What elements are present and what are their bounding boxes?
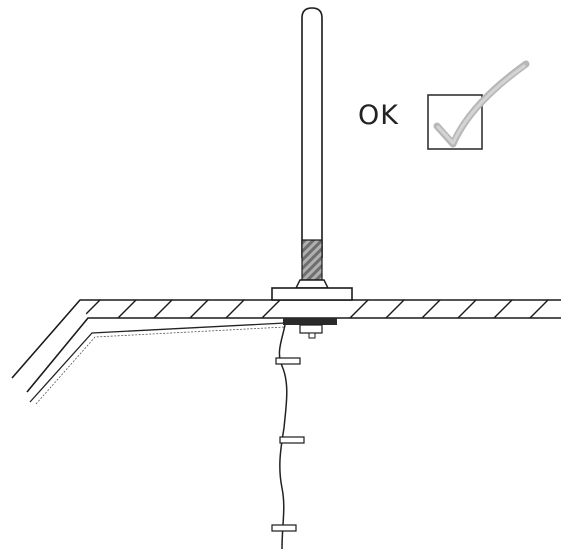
roof-panel	[11, 299, 561, 393]
ok-checkbox	[427, 94, 483, 150]
ok-indicator	[427, 60, 530, 150]
mount-nut	[299, 324, 323, 334]
antenna-neck	[294, 279, 330, 289]
headliner-cable-shadow	[35, 326, 286, 405]
antenna-base	[271, 287, 353, 301]
cable-clip	[271, 524, 297, 532]
cable-clip	[279, 436, 305, 444]
antenna-band	[301, 239, 323, 281]
antenna-rod	[301, 7, 323, 258]
mount-bolt	[308, 332, 316, 339]
roof-hatching	[81, 300, 549, 318]
mount-plate	[283, 318, 337, 325]
antenna	[271, 7, 353, 301]
cable-clip	[275, 357, 301, 365]
coax-cable	[278, 324, 288, 549]
cable-clips	[271, 357, 305, 532]
roof-outer-edge	[11, 299, 561, 379]
mount-hardware	[283, 318, 337, 339]
headliner-cable	[29, 322, 286, 403]
ok-label: OK	[358, 100, 399, 131]
roof-inner-edge	[26, 317, 561, 393]
